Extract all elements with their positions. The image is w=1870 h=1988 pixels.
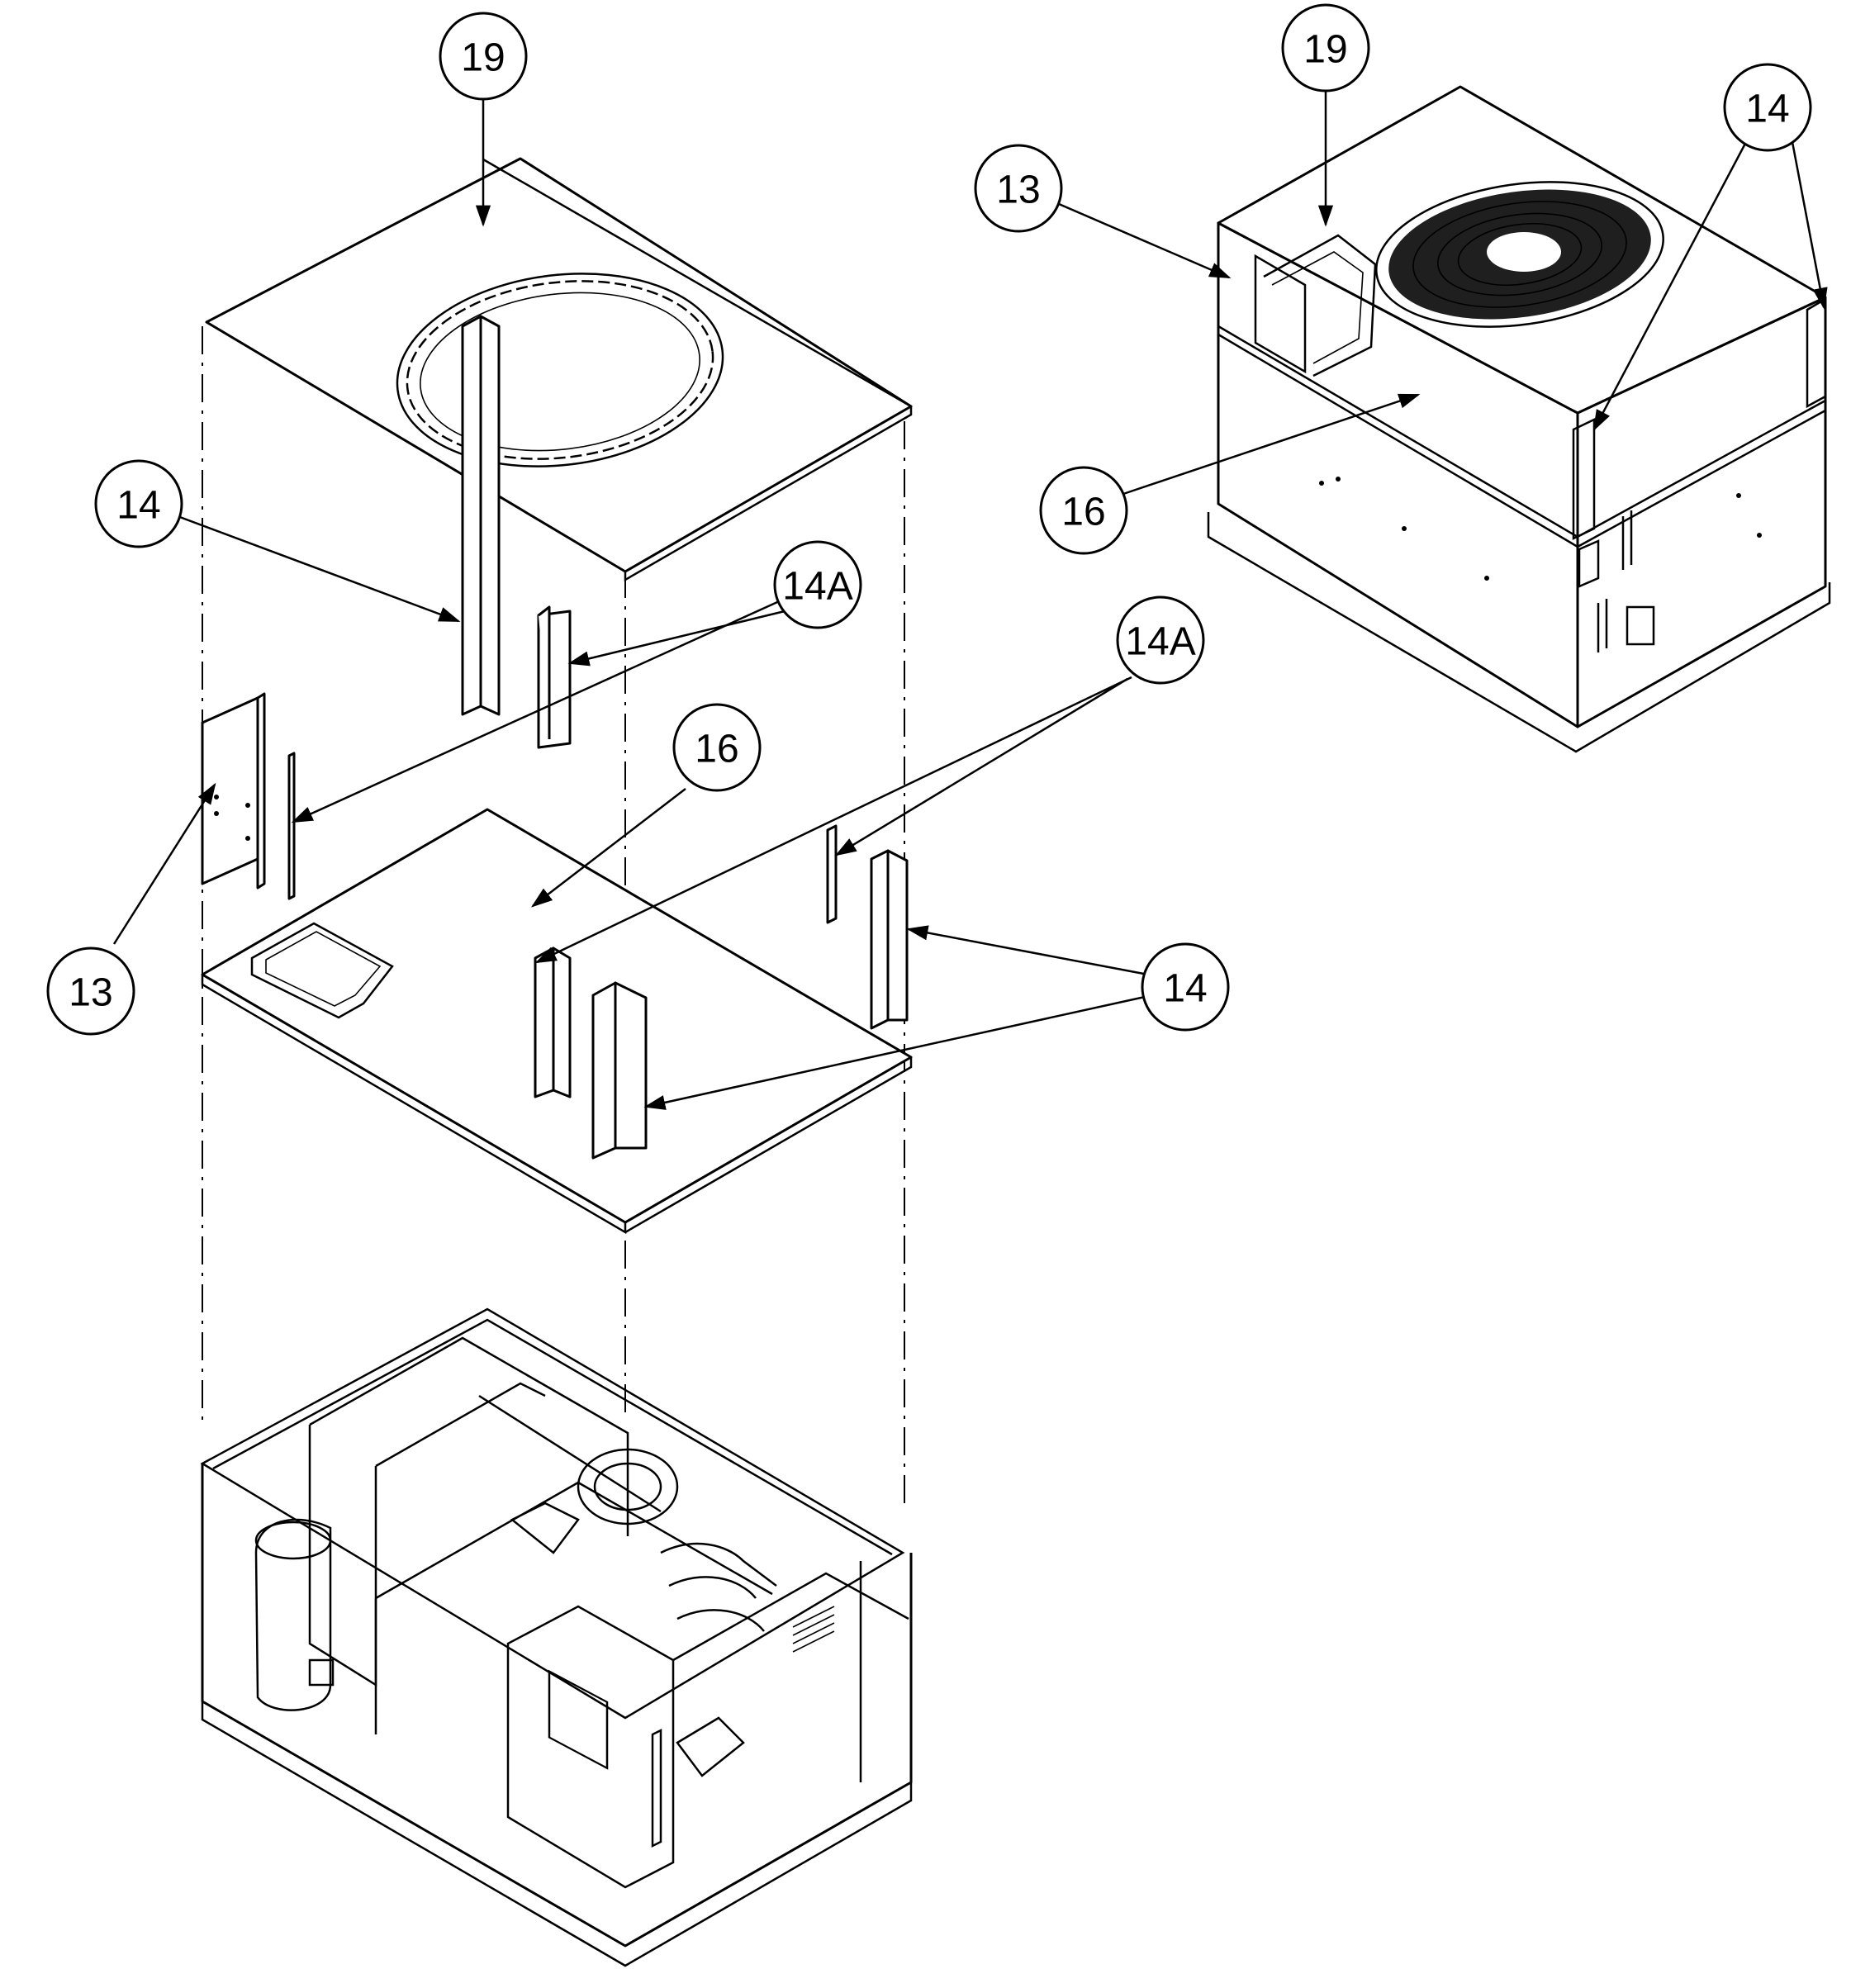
svg-text:19: 19: [461, 36, 505, 80]
svg-text:14: 14: [116, 484, 160, 528]
callout-14a-left: 14A: [773, 540, 862, 629]
svg-text:14A: 14A: [782, 565, 852, 609]
svg-text:14: 14: [1163, 967, 1207, 1011]
svg-text:14A: 14A: [1125, 620, 1195, 664]
callout-13-left: 13: [46, 947, 135, 1036]
base-unit-open: [200, 1307, 913, 1967]
leader-lines: [112, 87, 1828, 1110]
assembled-unit: [1207, 85, 1831, 753]
callout-14a-right: 14A: [1116, 595, 1205, 685]
svg-text:19: 19: [1303, 28, 1347, 72]
callout-16-right: 16: [1039, 466, 1128, 555]
callout-14-right: 14: [1723, 63, 1812, 152]
callout-16-left: 16: [672, 703, 762, 792]
svg-text:16: 16: [1061, 491, 1105, 534]
svg-text:16: 16: [695, 728, 738, 771]
callout-19-left: 19: [439, 12, 528, 101]
corner-posts-upper: [461, 315, 572, 749]
side-panel-13: [201, 692, 296, 900]
callout-14-left-bottom: 14: [1141, 942, 1230, 1032]
svg-text:14: 14: [1745, 88, 1789, 131]
svg-text:13: 13: [69, 971, 112, 1015]
fan-grille-icon: [1375, 181, 1664, 328]
svg-text:13: 13: [996, 168, 1040, 212]
callout-13-right: 13: [974, 144, 1063, 233]
top-panel-19: [205, 157, 913, 582]
callout-19-right: 19: [1281, 3, 1370, 93]
callout-14-left-top: 14: [94, 459, 183, 548]
corner-posts-middle: [534, 824, 909, 1160]
